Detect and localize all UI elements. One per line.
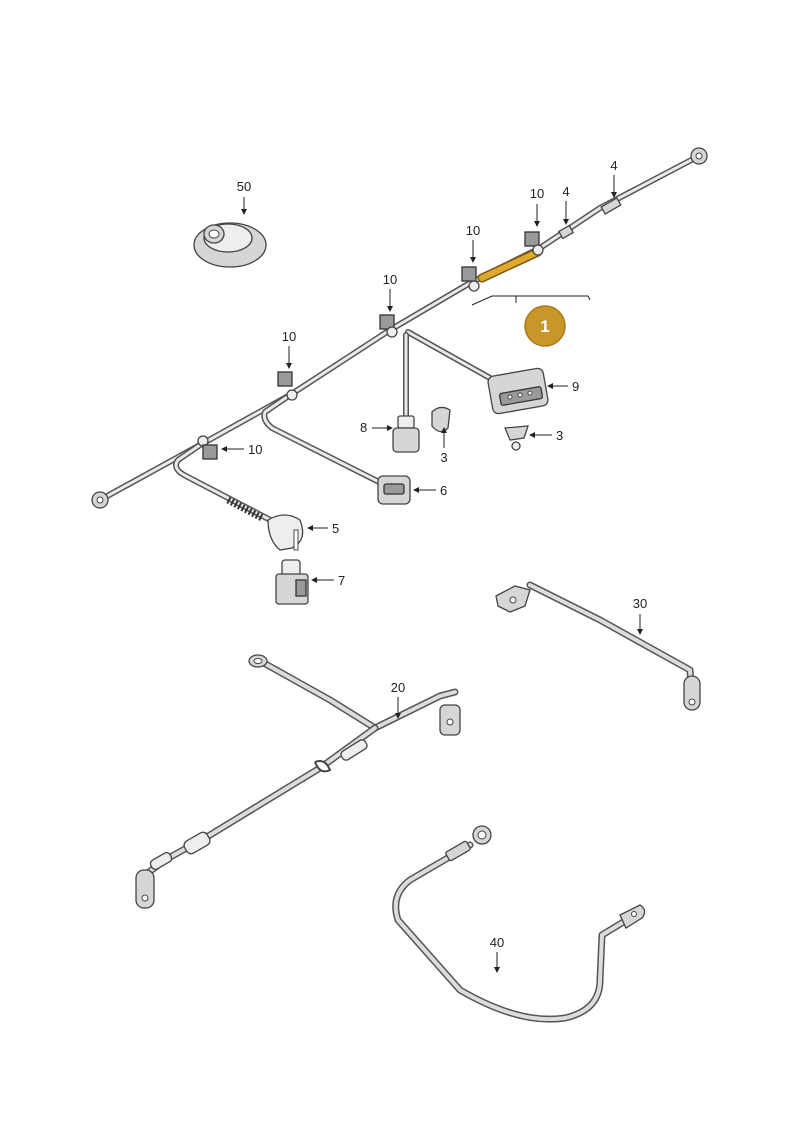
- connector-9: [487, 367, 549, 415]
- main-wiring-harness: [97, 154, 700, 528]
- callout-badge-1[interactable]: 1: [524, 305, 566, 347]
- callout-6: 6: [440, 483, 447, 498]
- sensor-5: [267, 514, 304, 551]
- connector-6: [377, 475, 411, 505]
- leader-lines: [221, 175, 643, 973]
- callout-8: 8: [360, 420, 367, 435]
- retainer-clip-3a: [431, 406, 451, 433]
- callout-10-d: 10: [466, 223, 480, 238]
- cable-40: [392, 825, 646, 1023]
- retainer-clip-3b: [504, 425, 529, 451]
- callout-20: 20: [391, 680, 405, 695]
- connector-7: [275, 559, 309, 605]
- callout-40: 40: [490, 935, 504, 950]
- connector-8: [392, 415, 420, 453]
- callout-9: 9: [572, 379, 579, 394]
- callout-7: 7: [338, 573, 345, 588]
- harness-clip-10-e: [524, 231, 544, 256]
- callout-10-b: 10: [282, 329, 296, 344]
- callout-4-left: 4: [562, 184, 569, 199]
- callout-30: 30: [633, 596, 647, 611]
- harness-clip-10-d: [461, 266, 480, 292]
- callout-4-right: 4: [610, 158, 617, 173]
- callout-3-right: 3: [556, 428, 563, 443]
- harness-clip-10-b: [277, 371, 298, 401]
- wire-clip-4b: [600, 197, 622, 215]
- callout-labels: 50 4 4 10 10 10 10 10 9 8 3 3 6 5 7 30 2…: [237, 158, 647, 950]
- callout-10-e: 10: [530, 186, 544, 201]
- callout-badge-text: 1: [540, 317, 549, 336]
- callout-5: 5: [332, 521, 339, 536]
- ring-terminal-left: [91, 491, 109, 509]
- ground-strap-30: [495, 581, 701, 711]
- cable-20: [135, 654, 461, 909]
- highlighted-wire-section[interactable]: [477, 247, 543, 283]
- callout-3-left: 3: [440, 450, 447, 465]
- callout-50: 50: [237, 179, 251, 194]
- wire-clip-4a: [557, 224, 575, 240]
- rubber-grommet: [193, 222, 267, 268]
- ring-terminal-right: [690, 147, 708, 165]
- callout-10-a: 10: [248, 442, 262, 457]
- harness-clip-10-c: [379, 314, 398, 338]
- callout-10-c: 10: [383, 272, 397, 287]
- harness-clip-10-a: [197, 435, 218, 460]
